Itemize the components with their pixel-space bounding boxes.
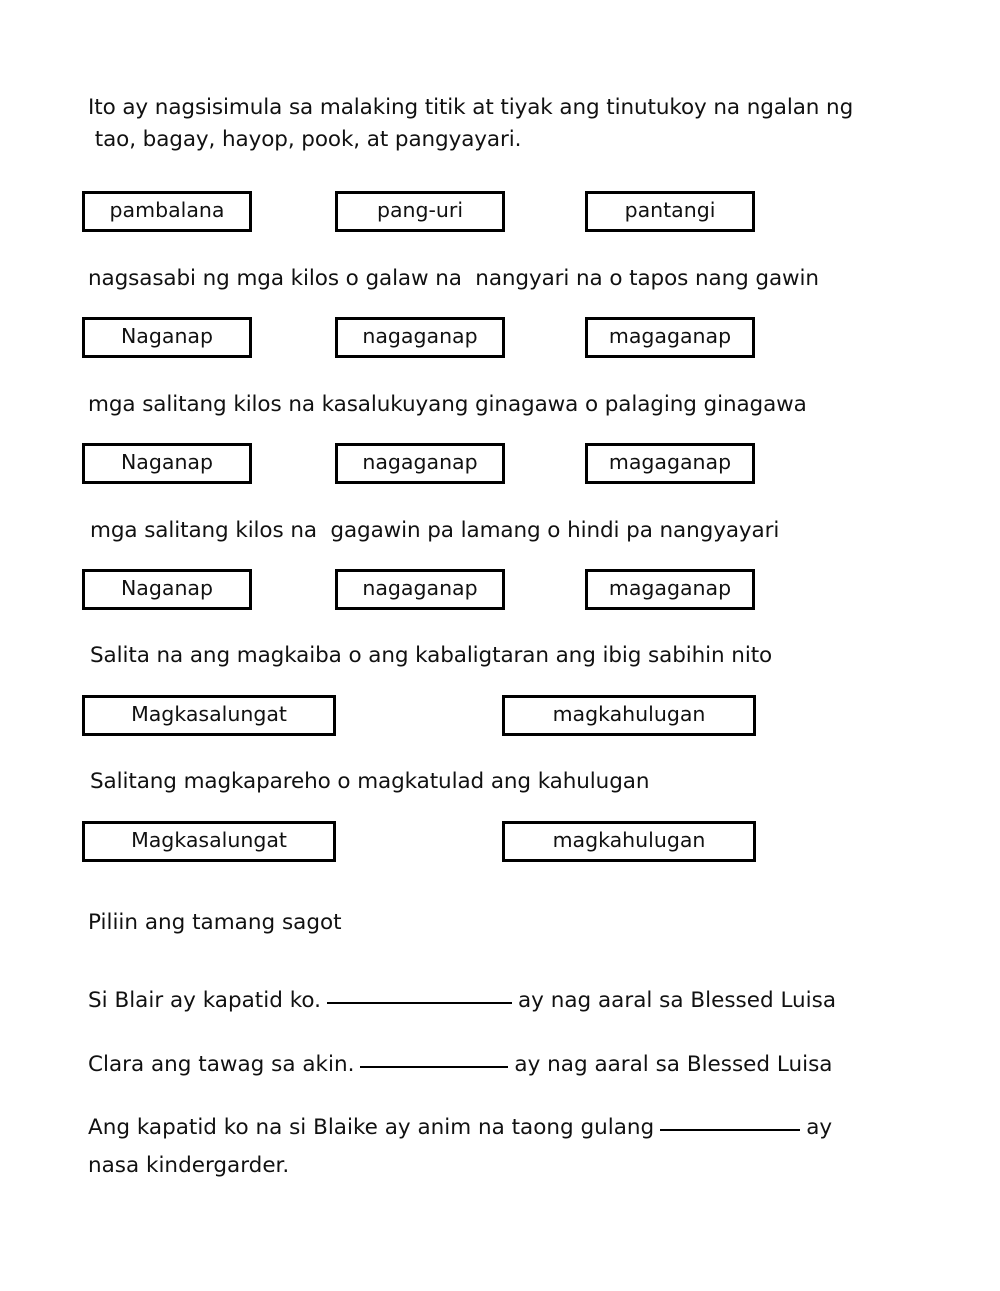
- fill-in-item-3-second-line: nasa kindergarder.: [88, 1153, 290, 1178]
- fill-in-text-after-3: ay: [806, 1115, 833, 1140]
- question-prompt-3: mga salitang kilos na kasalukuyang ginag…: [88, 392, 807, 417]
- option-box-3-1[interactable]: Naganap: [82, 443, 252, 484]
- fill-in-text-before-2: Clara ang tawag sa akin.: [88, 1052, 355, 1077]
- option-box-5-2[interactable]: magkahulugan: [502, 695, 756, 736]
- question-prompt-2: nagsasabi ng mga kilos o galaw na nangya…: [88, 266, 819, 291]
- option-box-6-2[interactable]: magkahulugan: [502, 821, 756, 862]
- answer-blank-1[interactable]: [326, 1002, 512, 1004]
- fill-in-text-after-1: ay nag aaral sa Blessed Luisa: [517, 988, 837, 1013]
- option-box-1-1[interactable]: pambalana: [82, 191, 252, 232]
- answer-blank-3[interactable]: [660, 1129, 801, 1131]
- option-box-3-3[interactable]: magaganap: [585, 443, 755, 484]
- question-prompt-1: Ito ay nagsisimula sa malaking titik at …: [88, 95, 854, 152]
- option-box-6-1[interactable]: Magkasalungat: [82, 821, 336, 862]
- fill-in-text-before-1: Si Blair ay kapatid ko.: [88, 988, 321, 1013]
- option-box-2-3[interactable]: magaganap: [585, 317, 755, 358]
- option-box-2-2[interactable]: nagaganap: [335, 317, 505, 358]
- option-box-1-3[interactable]: pantangi: [585, 191, 755, 232]
- fill-in-item-2: Clara ang tawag sa akin. ay nag aaral sa …: [88, 1049, 832, 1081]
- question-prompt-4: mga salitang kilos na gagawin pa lamang …: [90, 518, 780, 543]
- question-prompt-6: Salitang magkapareho o magkatulad ang ka…: [90, 769, 650, 794]
- option-box-1-2[interactable]: pang-uri: [335, 191, 505, 232]
- instruction-text: Piliin ang tamang sagot: [88, 910, 342, 935]
- fill-in-text-after-2: ay nag aaral sa Blessed Luisa: [514, 1052, 833, 1077]
- option-box-4-1[interactable]: Naganap: [82, 569, 252, 610]
- option-box-2-1[interactable]: Naganap: [82, 317, 252, 358]
- option-box-5-1[interactable]: Magkasalungat: [82, 695, 336, 736]
- question-prompt-5: Salita na ang magkaiba o ang kabaligtara…: [90, 643, 773, 668]
- fill-in-text-before-3: Ang kapatid ko na si Blaike ay anim na t…: [88, 1115, 655, 1140]
- option-box-4-3[interactable]: magaganap: [585, 569, 755, 610]
- fill-in-item-1: Si Blair ay kapatid ko. ay nag aaral sa B…: [88, 985, 836, 1017]
- answer-blank-2[interactable]: [360, 1066, 509, 1068]
- fill-in-item-3: Ang kapatid ko na si Blaike ay anim na t…: [88, 1112, 832, 1144]
- option-box-4-2[interactable]: nagaganap: [335, 569, 505, 610]
- option-box-3-2[interactable]: nagaganap: [335, 443, 505, 484]
